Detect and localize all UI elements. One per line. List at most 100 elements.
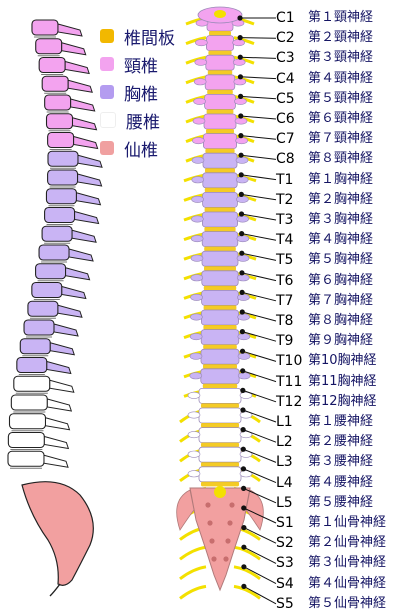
- nerve-name-s5: 第５仙骨神経: [308, 595, 387, 611]
- side-vertebra: [38, 244, 70, 261]
- legend: 椎間板 頸椎 胸椎 腰椎 仙椎: [100, 22, 210, 162]
- nerve-root: [233, 36, 255, 45]
- transverse-process: [239, 450, 253, 458]
- nerve-name-t11: 第11胸神経: [308, 373, 377, 389]
- vertebra: [205, 54, 235, 71]
- vertebra: [200, 368, 240, 385]
- legend-swatch: [100, 112, 116, 128]
- leader-line: [241, 291, 277, 302]
- nerve-code-t6: T6: [276, 272, 294, 289]
- transverse-process: [190, 293, 203, 301]
- nerve-name-t7: 第７胸神経: [308, 292, 374, 308]
- transverse-process: [187, 470, 201, 478]
- nerve-root: [185, 36, 207, 45]
- legend-item-lumbar: 腰椎: [100, 106, 210, 134]
- intervertebral-disc: [206, 109, 234, 114]
- leader-line: [243, 585, 277, 605]
- leader-line: [243, 507, 277, 524]
- leader-dot: [241, 485, 247, 491]
- leader-dot: [240, 466, 247, 472]
- leader-dot: [238, 113, 244, 119]
- leader-line: [242, 429, 277, 443]
- nerve-name-t5: 第５胸神経: [308, 252, 374, 268]
- nerve-code-t9: T9: [276, 333, 294, 350]
- side-sacrum: [21, 481, 94, 586]
- legend-swatch: [100, 29, 114, 43]
- leader-line: [240, 115, 277, 120]
- transverse-process: [236, 195, 249, 203]
- sacral-foramen: [211, 556, 217, 562]
- leader-line: [241, 233, 277, 241]
- legend-label: 腰椎: [126, 112, 160, 133]
- leader-dot: [241, 505, 247, 511]
- legend-item-cervical: 頸椎: [100, 50, 210, 78]
- leader-dot: [240, 427, 246, 433]
- spinous-process: [75, 192, 102, 206]
- spinous-process: [44, 417, 71, 431]
- intervertebral-disc: [203, 344, 237, 350]
- leader-line: [241, 193, 277, 201]
- side-vertebra: [16, 356, 48, 374]
- leader-dot: [239, 289, 245, 295]
- side-vertebra: [10, 394, 48, 411]
- nerve-name-c6: 第６頸神経: [308, 111, 374, 126]
- leader-dot: [237, 15, 243, 21]
- side-vertebra: [7, 431, 45, 449]
- nerve-code-c3: C3: [276, 50, 295, 67]
- vertebra: [200, 329, 240, 346]
- nerve-name-t2: 第２胸神経: [308, 191, 374, 207]
- intervertebral-disc: [207, 70, 233, 75]
- transverse-process: [189, 352, 203, 360]
- transverse-process: [191, 156, 205, 164]
- legend-swatch: [100, 57, 114, 71]
- nerve-root: [179, 545, 207, 561]
- nerve-name-l2: 第２腰神経: [308, 434, 374, 450]
- nerve-name-t1: 第１胸神経: [308, 171, 374, 187]
- nerve-name-s4: 第４仙骨神経: [308, 575, 387, 591]
- transverse-process: [194, 58, 208, 66]
- leader-dot: [241, 544, 247, 550]
- spinous-process: [77, 173, 103, 187]
- nerve-name-l1: 第１腰神経: [308, 414, 374, 429]
- leader-dot: [240, 446, 246, 452]
- transverse-process: [193, 78, 207, 86]
- transverse-process: [187, 450, 201, 458]
- spinous-process: [46, 360, 72, 375]
- transverse-process: [192, 117, 206, 125]
- side-vertebra: [44, 206, 76, 224]
- transverse-process: [191, 195, 204, 203]
- nerve-code-l4: L4: [276, 474, 293, 491]
- leader-line: [240, 95, 277, 100]
- nerve-code-l5: L5: [276, 494, 293, 511]
- intervertebral-disc: [203, 364, 237, 369]
- nerve-code-c7: C7: [276, 131, 295, 148]
- nerve-code-t12: T12: [276, 393, 303, 410]
- leader-dot: [237, 74, 244, 80]
- legend-item-sacral: 仙椎: [100, 134, 210, 162]
- intervertebral-disc: [204, 227, 236, 232]
- leader-dot: [239, 231, 245, 237]
- leader-dot: [239, 329, 245, 335]
- leader-dot: [237, 35, 243, 41]
- leader-line: [240, 76, 277, 80]
- nerve-code-t2: T2: [276, 191, 294, 208]
- intervertebral-disc: [203, 305, 237, 310]
- sacral-foramen: [209, 538, 215, 544]
- spinous-process: [74, 210, 100, 225]
- transverse-process: [237, 372, 251, 380]
- transverse-process: [236, 274, 250, 282]
- nerve-code-s2: S2: [276, 535, 294, 552]
- vertebra: [201, 289, 239, 306]
- leader-line: [243, 448, 277, 463]
- leader-line: [242, 389, 277, 403]
- nerve-root: [233, 545, 261, 561]
- legend-label: 頸椎: [124, 56, 158, 77]
- leader-dot: [241, 564, 247, 570]
- intervertebral-disc: [208, 50, 232, 56]
- leader-dot: [240, 407, 246, 413]
- leader-line: [241, 272, 277, 282]
- nerve-code-t1: T1: [276, 171, 294, 188]
- leader-line: [241, 174, 277, 181]
- legend-swatch: [100, 141, 114, 155]
- leader-line: [240, 37, 277, 39]
